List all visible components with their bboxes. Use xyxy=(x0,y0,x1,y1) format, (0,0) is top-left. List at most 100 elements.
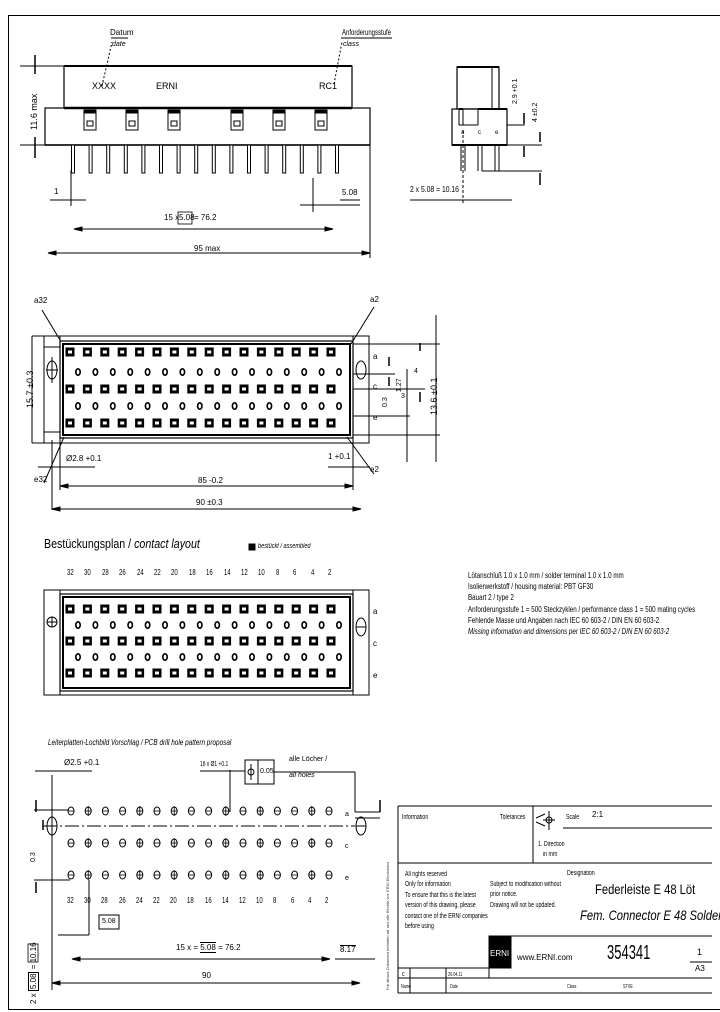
column-number: 20 xyxy=(170,896,177,905)
front-view xyxy=(31,306,440,512)
pcb-row-c: c xyxy=(345,843,349,850)
side-view xyxy=(20,37,392,258)
tolerance-label: Tolerances xyxy=(500,814,526,821)
pcb-pattern-view xyxy=(27,759,381,990)
column-number: 6 xyxy=(290,896,294,905)
pcb-end-dim: 8.17 xyxy=(340,945,356,954)
front-hole-dim: Ø2.8 +0.1 xyxy=(66,454,102,463)
callout-a32: a32 xyxy=(34,296,48,305)
column-number: 10 xyxy=(256,896,263,905)
end-dim-side: 4 ±0.2 xyxy=(532,102,539,122)
front-inner-length-dim: 85 -0.2 xyxy=(198,476,223,485)
column-number: 6 xyxy=(293,568,297,577)
column-number: 24 xyxy=(135,896,143,905)
column-number: 32 xyxy=(67,896,74,905)
column-number: 28 xyxy=(101,896,109,905)
designation-en: Fem. Connector E 48 Solder xyxy=(580,907,720,923)
column-number: 12 xyxy=(239,896,246,905)
marking-class: RC1 xyxy=(319,81,338,91)
erni-logo: ERNI xyxy=(490,949,510,958)
layout-row-c: c xyxy=(373,639,377,648)
column-number: 16 xyxy=(206,568,213,577)
end-row-pitch-dim: 2 x 5.08 = 10.16 xyxy=(410,185,459,194)
column-number: 8 xyxy=(275,568,280,577)
rights-notice: All rights reserved Only for information… xyxy=(405,871,488,931)
contact-layout-view xyxy=(43,543,370,696)
note-performance-class: Anforderungsstufe 1 = 500 Steckzyklen / … xyxy=(468,604,696,614)
pin-width-dim: 1 xyxy=(54,187,59,196)
class-label: Anforderungsstufe xyxy=(342,28,392,37)
pcb-tolerance-note: alle Löcher / xyxy=(289,756,328,763)
column-number: 30 xyxy=(84,896,91,905)
pcb-row-e: e xyxy=(345,875,349,882)
layout-row-e: e xyxy=(373,671,378,680)
legend-filled-square-icon xyxy=(248,543,256,551)
column-number: 16 xyxy=(204,896,212,905)
front-offset-dim: 0.3 xyxy=(382,397,389,407)
end-dim-top: 2.9 +0.1 xyxy=(512,78,519,105)
column-number: 28 xyxy=(101,568,109,577)
column-number: 22 xyxy=(153,896,160,905)
end-view xyxy=(410,66,542,205)
column-number: 14 xyxy=(221,896,229,905)
general-notes: Lötanschluß 1.0 x 1.0 mm / solder termin… xyxy=(468,570,695,637)
front-dim-4: 4 xyxy=(414,368,418,375)
designation-label: Designation xyxy=(567,870,595,877)
sheet-format: A3 xyxy=(695,964,705,973)
pitch-chain-total: = 76.2 xyxy=(194,213,217,222)
front-dim-1-27: 1.27 xyxy=(396,378,403,392)
front-gap-dim: 1 +0.1 xyxy=(328,452,351,461)
pcb-tolerance-box: 0.05 xyxy=(260,768,274,775)
sheet-number: 1 xyxy=(697,947,703,957)
pcb-hole-dim: Ø2.5 +0.1 xyxy=(64,758,100,767)
end-row-c: c xyxy=(478,130,481,136)
note-type: Bauart 2 / type 2 xyxy=(468,593,514,603)
designation-de: Federleiste E 48 Löt xyxy=(595,881,696,897)
column-number: 20 xyxy=(171,568,179,577)
scale-label: Scale xyxy=(566,814,580,821)
marking-brand: ERNI xyxy=(156,81,178,91)
class-label-en: class xyxy=(343,41,359,48)
pcb-row-pitch-dim: 2 x 5.08 = 10.16 xyxy=(28,942,39,1004)
projection-label: 1. Direction xyxy=(538,841,565,848)
front-row-a: a xyxy=(373,352,378,361)
column-number: 30 xyxy=(84,568,92,577)
pcb-hole-count-dim: 16 x Ø1 +0.1 xyxy=(200,761,229,768)
pcb-length-dim: 90 xyxy=(202,971,211,980)
note-standard-en: Missing information and dimensions per I… xyxy=(468,626,670,636)
pcb-offset-dim: 0.3 xyxy=(30,852,37,862)
layout-row-a: a xyxy=(373,607,378,616)
pitch-chain-box: 5.08 xyxy=(179,213,195,222)
column-number: 12 xyxy=(241,568,248,577)
pcb-pitch-box: 5.08 xyxy=(102,918,116,925)
column-number: 4 xyxy=(310,568,314,577)
front-row-e: e xyxy=(373,413,378,422)
callout-a2: a2 xyxy=(370,295,379,304)
column-number: 18 xyxy=(187,896,195,905)
column-number: 8 xyxy=(273,896,277,905)
scale-value: 2:1 xyxy=(592,810,604,819)
contact-layout-legend: bestückt / assembled xyxy=(258,543,311,550)
column-number: 18 xyxy=(188,568,196,577)
column-number: 26 xyxy=(118,896,126,905)
projection-unit: in mm xyxy=(543,851,558,858)
pitch-dim: 5.08 xyxy=(342,188,358,197)
front-dim-3: 3 xyxy=(401,393,405,400)
callout-e2: e2 xyxy=(370,465,379,474)
revision-label: c xyxy=(402,971,405,978)
column-number: 10 xyxy=(258,568,266,577)
pitch-chain: 15 x xyxy=(164,213,180,222)
callout-e32: e32 xyxy=(34,475,48,484)
column-number: 22 xyxy=(154,568,161,577)
pcb-tolerance-note-en: all holes xyxy=(289,772,315,779)
pcb-chain-dim: 15 x = 5.08 = 76.2 xyxy=(176,942,241,953)
class-label-tb: Class xyxy=(567,984,577,990)
length-dim: 95 max xyxy=(194,244,221,253)
contact-layout-title: Bestückungsplan / contact layout xyxy=(44,536,200,551)
column-number: 2 xyxy=(328,568,332,577)
front-height-dim: 15.7 ±0.3 xyxy=(25,370,35,408)
website: www.ERNI.com xyxy=(517,953,573,962)
column-number: 24 xyxy=(136,568,144,577)
end-row-e: e xyxy=(495,130,499,136)
marking-date: XXXX xyxy=(92,81,117,91)
